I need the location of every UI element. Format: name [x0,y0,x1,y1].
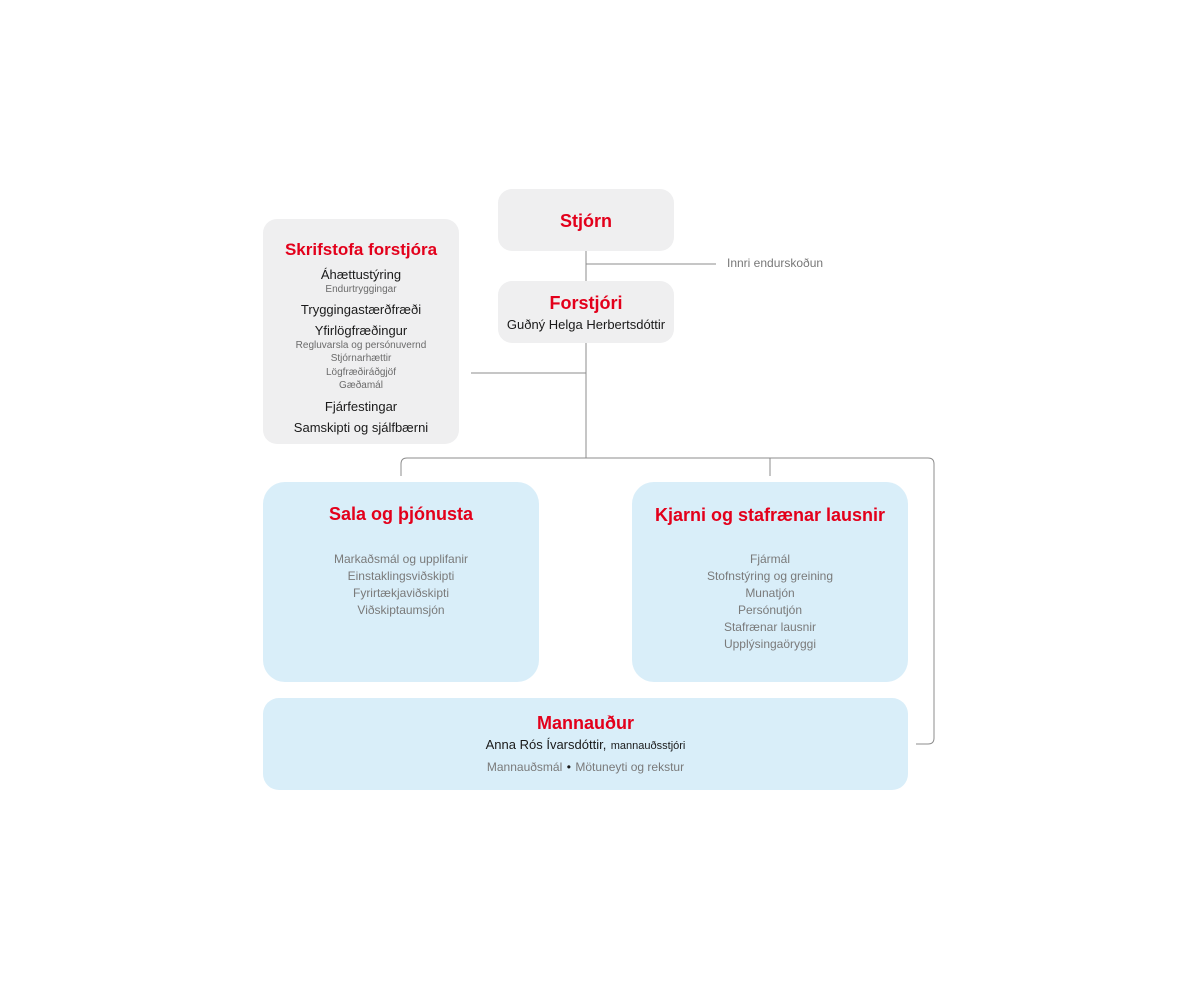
internal-audit-label: Innri endurskoðun [727,256,824,270]
hr-head-role: mannauðsstjóri [610,740,686,752]
sales-dept-item: Viðskiptaumsjón [357,603,445,617]
board-title: Stjórn [560,211,612,231]
sales-dept-item: Einstaklingsviðskipti [347,569,455,583]
core-dept-item: Fjármál [749,552,790,566]
sales-division-box: Sala og þjónusta Markaðsmál og upplifani… [263,482,539,682]
ceo-title: Forstjóri [549,293,623,313]
core-dept-item: Upplýsingaöryggi [723,637,817,651]
reinsurance-item: Endurtryggingar [325,284,397,295]
hr-units-line: Mannauðsmál • Mötuneyti og rekstur [263,758,908,776]
general-counsel-item: Yfirlögfræðingur [314,322,408,338]
investments-item: Fjárfestingar [324,398,398,414]
hr-head-name: Anna Rós Ívarsdóttir, [485,737,607,752]
ceo-name: Guðný Helga Herbertsdóttir [506,317,666,332]
core-dept-item: Munatjón [745,586,795,600]
core-dept-item: Stafrænar lausnir [723,620,817,634]
actuarial-item: Tryggingastærðfræði [300,301,422,317]
hr-unit-item: Mötuneyti og rekstur [575,760,685,774]
core-division-box: Kjarni og stafrænar lausnir Fjármál Stof… [632,482,908,682]
hr-division-box: Mannauður Anna Rós Ívarsdóttir, mannauðs… [263,698,908,790]
hr-head-line: Anna Rós Ívarsdóttir, mannauðsstjóri [263,737,908,754]
communications-item: Samskipti og sjálfbærni [293,419,429,435]
compliance-privacy-item: Regluvarsla og persónuvernd [295,339,427,351]
ceo-office-box: Skrifstofa forstjóra Áhættustýring Endur… [263,219,459,444]
sales-dept-item: Fyrirtækjaviðskipti [352,586,449,600]
board-box: Stjórn [498,189,674,251]
quality-item: Gæðamál [339,380,383,391]
core-dept-item: Stofnstýring og greining [706,569,834,583]
core-dept-item: Persónutjón [737,603,803,617]
sales-division-title: Sala og þjónusta [328,504,474,524]
legal-advice-item: Lögfræðiráðgjöf [325,366,397,378]
sales-dept-item: Markaðsmál og upplifanir [333,552,469,566]
hr-unit-item: Mannauðsmál [486,760,563,774]
risk-management-item: Áhættustýring [320,267,402,282]
bullet-separator: • [566,760,571,774]
division-bus-line [400,457,935,745]
hr-division-title: Mannauður [537,713,634,733]
ceo-box: Forstjóri Guðný Helga Herbertsdóttir [498,281,674,343]
core-division-title: Kjarni og stafrænar lausnir [654,505,886,525]
governance-item: Stjórnarhættir [330,353,392,364]
ceo-office-title: Skrifstofa forstjóra [284,240,438,259]
